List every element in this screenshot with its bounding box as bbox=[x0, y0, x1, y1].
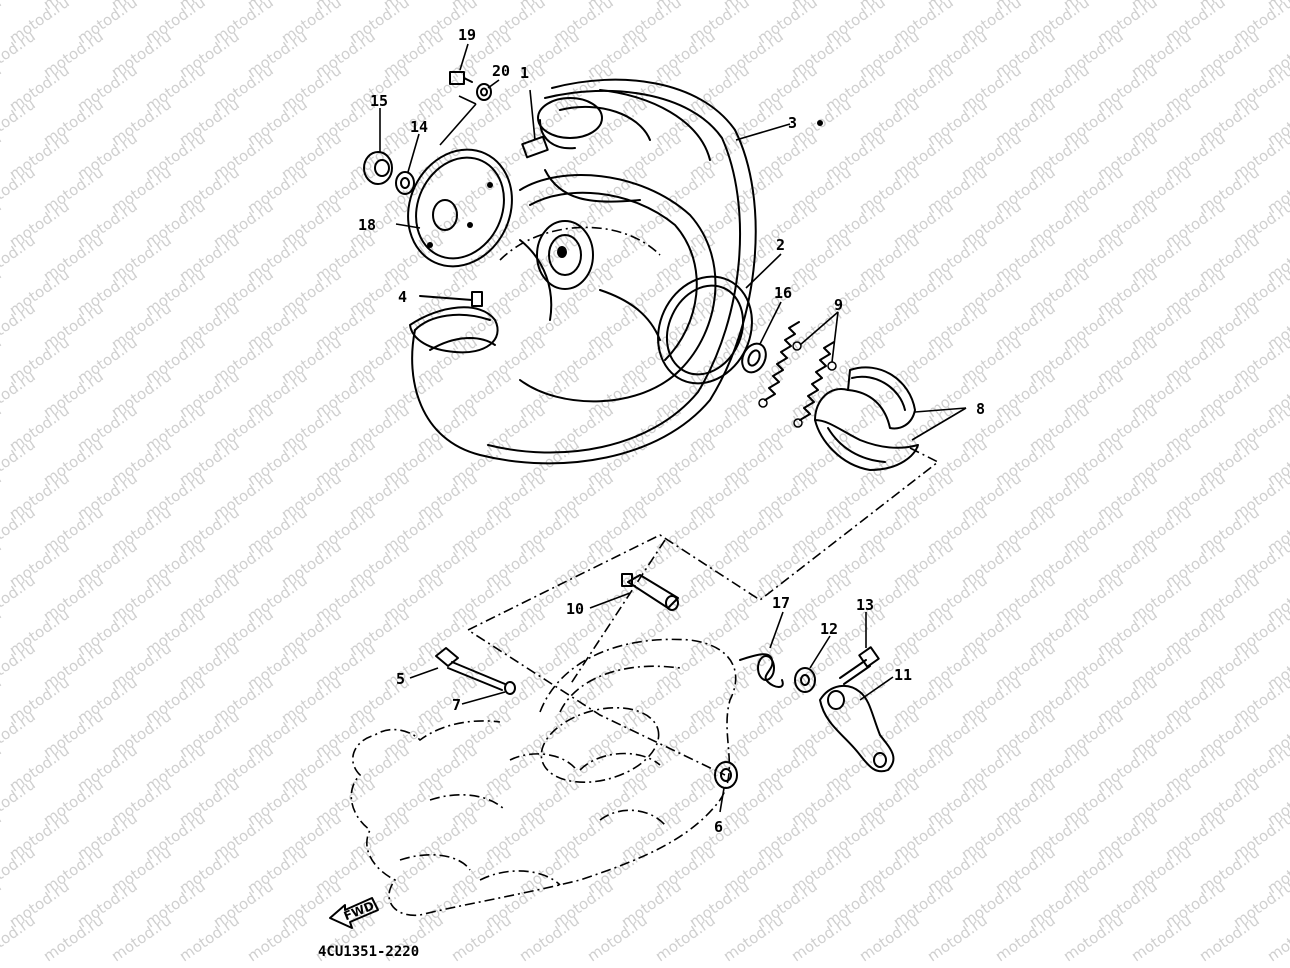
shaft-10 bbox=[621, 573, 679, 611]
watermark-text: motod.ru bbox=[0, 843, 39, 897]
watermark-text: motod.ru bbox=[1128, 911, 1195, 965]
bolt-4 bbox=[419, 291, 483, 307]
assembly-line-upper bbox=[466, 447, 940, 776]
watermark-text: motod.ru bbox=[652, 911, 719, 965]
watermark-text: motod.ru bbox=[0, 163, 39, 217]
callout-15: 15 bbox=[370, 92, 388, 110]
watermark-text: motod.ru bbox=[0, 571, 39, 625]
watermark-text: motod.ru bbox=[0, 0, 39, 13]
watermark-text: motod.ru bbox=[0, 61, 5, 115]
callout-11: 11 bbox=[894, 666, 912, 684]
watermark-text: motod.ru bbox=[0, 605, 5, 659]
watermark-text: motod.ru bbox=[0, 299, 39, 353]
watermark-text: motod.ru bbox=[0, 639, 39, 693]
wheel-assembly bbox=[409, 78, 757, 465]
axle-5 bbox=[435, 647, 506, 691]
watermark-text: motod.ru bbox=[0, 741, 5, 795]
watermark-text: motod.ru bbox=[0, 231, 39, 285]
washer-14 bbox=[395, 171, 415, 195]
watermark-text: motod.ru bbox=[0, 27, 39, 81]
watermark-text: motod.ru bbox=[0, 95, 39, 149]
watermark-text: motod.ru bbox=[992, 911, 1059, 965]
watermark-text: motod.ru bbox=[0, 503, 39, 557]
callout-9: 9 bbox=[834, 296, 843, 314]
callout-16: 16 bbox=[774, 284, 792, 302]
nut-15 bbox=[363, 151, 393, 185]
watermark-text: motod.ru bbox=[108, 911, 175, 965]
lever-11 bbox=[819, 684, 895, 773]
seal-16 bbox=[741, 342, 767, 374]
watermark-text: motod.ru bbox=[0, 197, 5, 251]
watermark-text: motod.ru bbox=[448, 911, 515, 965]
callout-14: 14 bbox=[410, 118, 428, 136]
springs-9 bbox=[758, 321, 837, 428]
watermark-text: motod.ru bbox=[584, 911, 651, 965]
watermark-text: motod.ru bbox=[0, 877, 5, 931]
watermark-text: motod.ru bbox=[924, 911, 991, 965]
part-code: 4CU1351-2220 bbox=[318, 944, 419, 960]
brake-plate-18 bbox=[407, 148, 513, 268]
watermark-text: motod.ru bbox=[244, 911, 311, 965]
watermark-text: motod.ru bbox=[0, 401, 5, 455]
watermark-text: motod.ru bbox=[0, 333, 5, 387]
crankcase-housing bbox=[350, 638, 737, 917]
callout-2: 2 bbox=[776, 236, 785, 254]
watermark-text: motod.ru bbox=[0, 775, 39, 829]
watermark-text: motod.ru bbox=[1196, 911, 1263, 965]
callout-7: 7 bbox=[452, 696, 461, 714]
callout-10: 10 bbox=[566, 600, 584, 618]
watermark-text: motod.ru bbox=[1264, 911, 1290, 965]
callout-8: 8 bbox=[976, 400, 985, 418]
callout-17: 17 bbox=[772, 594, 790, 612]
watermark-text: motod.ru bbox=[0, 673, 5, 727]
callout-13: 13 bbox=[856, 596, 874, 614]
watermark-text: motod.ru bbox=[40, 911, 107, 965]
oring-7 bbox=[504, 681, 516, 695]
watermark-text: motod.ru bbox=[0, 911, 39, 965]
callout-3: 3 bbox=[788, 114, 797, 132]
watermark-text: motod.ru bbox=[0, 265, 5, 319]
watermark-text: motod.ru bbox=[856, 911, 923, 965]
callout-1: 1 bbox=[520, 64, 529, 82]
watermark-text: motod.ru bbox=[0, 537, 5, 591]
watermark-text: motod.ru bbox=[0, 435, 39, 489]
callout-6: 6 bbox=[714, 818, 723, 836]
watermark-text: motod.ru bbox=[1060, 911, 1127, 965]
brake-shoes-8 bbox=[814, 366, 919, 471]
bolt-19 bbox=[449, 71, 473, 85]
watermark-text: motod.ru bbox=[516, 911, 583, 965]
leader-lines bbox=[379, 43, 967, 813]
watermark-text: motod.ru bbox=[720, 911, 787, 965]
callout-18: 18 bbox=[358, 216, 376, 234]
callout-5: 5 bbox=[396, 670, 405, 688]
callout-12: 12 bbox=[820, 620, 838, 638]
watermark-text: motod.ru bbox=[0, 367, 39, 421]
watermark-text: motod.ru bbox=[0, 707, 39, 761]
spring-17 bbox=[739, 653, 784, 688]
callout-19: 19 bbox=[458, 26, 476, 44]
bushing-6 bbox=[714, 761, 738, 789]
watermark-text: motod.ru bbox=[176, 911, 243, 965]
callout-labels: 1 2 3 4 5 6 7 8 9 10 11 12 13 14 15 16 1… bbox=[358, 26, 985, 836]
assembly-line-inner bbox=[569, 539, 666, 686]
washer-20 bbox=[476, 83, 492, 101]
watermark-text: motod.ru bbox=[0, 469, 5, 523]
watermark-text: motod.ru bbox=[0, 0, 5, 47]
bolt-13 bbox=[839, 646, 880, 685]
callout-3-marker bbox=[817, 120, 823, 126]
watermark-text: motod.ru bbox=[0, 809, 5, 863]
washer-12 bbox=[794, 667, 816, 693]
callout-20: 20 bbox=[492, 62, 510, 80]
callout-4: 4 bbox=[398, 288, 407, 306]
watermark-text: motod.ru bbox=[788, 911, 855, 965]
watermark-text: motod.ru bbox=[0, 129, 5, 183]
